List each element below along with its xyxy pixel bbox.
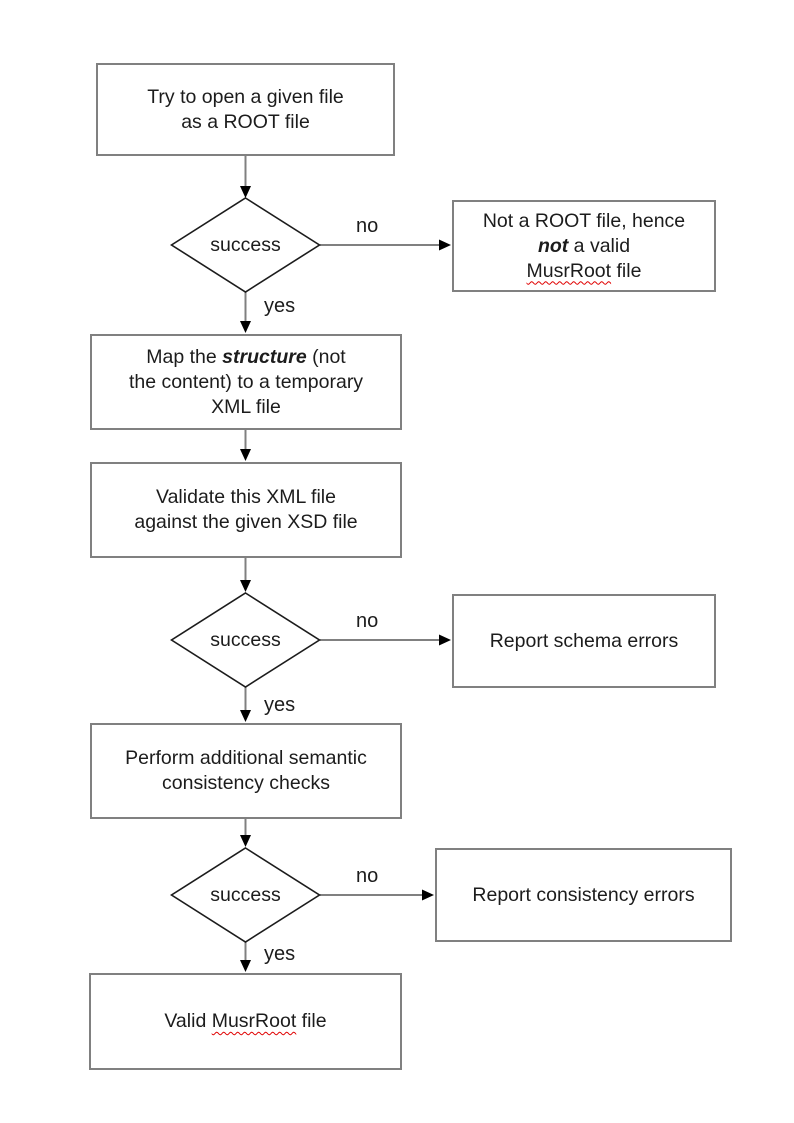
edge-map-to-validate <box>240 429 251 461</box>
edge-label-no-3: no <box>356 865 379 887</box>
misspelled-word: MusrRoot <box>526 259 612 282</box>
edge-decision1-no <box>320 239 451 251</box>
emphasis-not: not <box>537 234 569 257</box>
terminal-report-schema-errors: Report schema errors <box>452 594 716 688</box>
process-text-line: against the given XSD file <box>134 511 358 533</box>
edge-decision3-yes <box>240 942 251 972</box>
process-text-segment: file <box>296 1010 327 1032</box>
emphasis-structure: structure <box>222 345 307 368</box>
decision-label: success <box>210 233 281 256</box>
decision-consistency-success: success <box>170 847 321 943</box>
edge-label-yes-3: yes <box>264 943 296 965</box>
process-text-line: Try to open a given file <box>147 85 344 108</box>
process-validate-xml: Validate this XML file against the given… <box>90 462 402 558</box>
process-semantic-checks: Perform additional semantic consistency … <box>90 723 402 819</box>
decision-label: success <box>210 883 281 906</box>
terminal-report-consistency-errors: Report consistency errors <box>435 848 732 942</box>
edge-validate-to-decision2 <box>240 557 251 592</box>
edge-open-to-decision1 <box>240 156 251 198</box>
process-text-line: Perform additional semantic <box>125 747 367 769</box>
terminal-valid-musrroot-file: Valid MusrRoot file <box>89 973 402 1070</box>
misspelled-word: MusrRoot <box>211 1010 297 1032</box>
process-text-segment: Map the <box>146 345 223 368</box>
edge-label-yes-1: yes <box>264 295 296 317</box>
process-text-line: Not a ROOT file, hence <box>482 209 686 232</box>
process-text-segment: file <box>611 259 642 282</box>
terminal-not-root-file: Not a ROOT file, hence not a valid MusrR… <box>452 200 716 292</box>
process-text-line: as a ROOT file <box>181 110 310 133</box>
process-text-line: MusrRoot file <box>527 259 642 284</box>
process-text-segment: a valid <box>568 234 631 257</box>
process-text-line: Report consistency errors <box>472 883 695 906</box>
edge-decision2-no <box>320 634 451 646</box>
process-text-segment: (not <box>306 345 346 368</box>
process-text-line: Valid MusrRoot file <box>164 1009 326 1034</box>
process-text-line: not a valid <box>538 234 630 259</box>
edge-decision2-yes <box>240 687 251 722</box>
process-text-line: Report schema errors <box>489 629 679 652</box>
decision-schema-success: success <box>170 592 321 688</box>
edge-label-no-1: no <box>356 215 379 237</box>
diamond-shape <box>170 197 321 293</box>
process-open-root-file: Try to open a given file as a ROOT file <box>96 63 395 156</box>
process-text-line: XML file <box>211 395 281 418</box>
edge-label-no-2: no <box>356 610 379 632</box>
process-text-segment: Valid <box>164 1010 212 1032</box>
process-text-line: the content) to a temporary <box>128 370 364 393</box>
process-text-line: Validate this XML file <box>156 486 336 508</box>
edge-label-yes-2: yes <box>264 694 296 716</box>
edge-decision1-yes <box>240 292 251 333</box>
edge-semantic-to-decision3 <box>240 818 251 847</box>
diamond-shape <box>170 592 321 688</box>
diamond-shape <box>170 847 321 943</box>
process-text-line: consistency checks <box>162 772 330 794</box>
process-map-structure: Map the structure (not the content) to a… <box>90 334 402 430</box>
edge-decision3-no <box>320 889 434 901</box>
process-text-line: Map the structure (not <box>146 345 345 370</box>
decision-label: success <box>210 628 281 651</box>
decision-open-success: success <box>170 197 321 293</box>
